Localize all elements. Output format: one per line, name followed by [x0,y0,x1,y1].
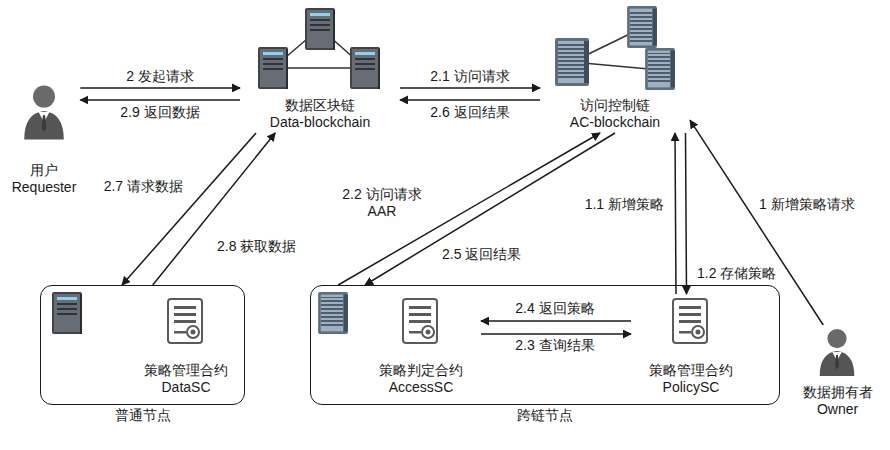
blockchain-node: 访问控制链AC-blockchain [540,5,690,133]
node-title: 数据区块链 [285,97,355,114]
requester-node: 用户Requester [8,80,81,198]
contract-icon [403,299,437,343]
server-icon [258,47,288,89]
edge-label: 2.3 查询结果 [513,337,596,354]
flow-arrow [686,133,687,294]
node-title: 策略判定合约 [379,362,463,379]
node-server-icon [318,292,348,334]
rack-grille [321,297,343,328]
group-title: 跨链节点 [311,407,779,424]
node-title: 数据拥有者 [803,384,873,401]
node-subtitle: Owner [817,401,858,418]
owner-icon [820,329,855,376]
edge-label: 2 发起请求 [124,68,196,85]
node-server-icon [52,292,82,334]
edge-label: 2.5 返回结果 [440,246,523,263]
rack-server-icon [627,6,657,48]
rack-server-icon [555,38,589,86]
flow-arrow [400,99,540,101]
flow-arrow [675,133,676,294]
node-subtitle: PolicySC [663,379,720,396]
node-title: 策略管理合约 [649,362,733,379]
node-title: 用户 [30,162,58,179]
edge-label: 2.8 获取数据 [215,238,298,255]
node-subtitle: Requester [12,179,77,196]
edge-label: 2.9 返回数据 [118,104,201,121]
flow-arrow [481,333,631,335]
node-group: 策略管理合约DataSC普通节点 [40,285,245,405]
node-title: 策略管理合约 [144,362,228,379]
edge-label: 2.7 请求数据 [102,178,185,195]
edge-label: 1.1 新增策略 [583,196,666,213]
rack-grille [630,11,652,42]
owner-node: 数据拥有者Owner [790,325,885,420]
edge-label: 1 新增策略请求 [757,196,857,213]
contract-icon [673,299,707,343]
flow-arrow [80,99,240,101]
flow-arrow [122,133,256,285]
edge-label: 2.1 访问请求 [428,68,511,85]
requester-icon [24,86,64,140]
group-title: 普通节点 [41,407,244,424]
server-icon [305,8,335,50]
node-subtitle: DataSC [161,379,210,396]
contract-node: 策略管理合约PolicySC [631,294,751,398]
node-subtitle: Data-blockchain [270,114,370,131]
contract-icon [168,299,202,343]
node-title: 访问控制链 [580,97,650,114]
flow-arrow [80,87,240,89]
edge-label: 2.6 返回结果 [428,104,511,121]
server-icon [350,47,380,89]
edge-label: 2.4 返回策略 [513,300,596,317]
contract-node: 策略判定合约AccessSC [361,294,481,398]
flow-arrow [481,320,631,322]
flow-arrow [400,87,540,89]
edge-label: 1.2 存储策略 [695,265,778,282]
edge-label: 2.2 访问请求 AAR [334,186,430,220]
rack-server-icon [645,48,675,90]
blockchain-node: 数据区块链Data-blockchain [240,5,400,133]
contract-node: 策略管理合约DataSC [131,294,241,398]
node-subtitle: AccessSC [389,379,454,396]
rack-grille [648,53,670,84]
rack-grille [558,44,584,80]
node-subtitle: AC-blockchain [570,114,660,131]
flow-arrow [690,120,823,325]
flow-arrow [153,133,275,285]
